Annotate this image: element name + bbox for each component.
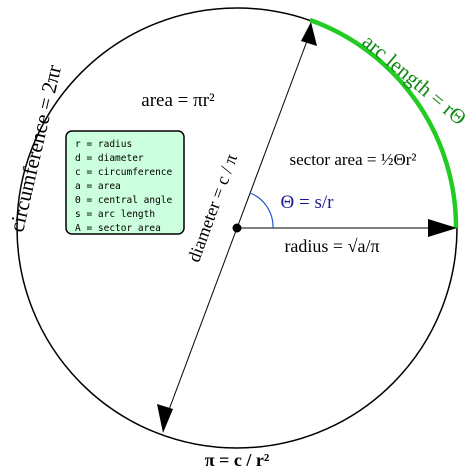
center-point [232, 223, 242, 233]
legend-item: c = circumference [75, 167, 173, 178]
sector-area-label: sector area = ½Θr² [289, 150, 416, 169]
pi-label: π = c / r² [205, 450, 270, 470]
legend-item: r = radius [75, 139, 132, 150]
diameter-arrowhead-top [301, 22, 317, 46]
diameter-label: diameter = c / π [184, 151, 242, 264]
legend-item: A = sector area [75, 223, 161, 234]
diameter-arrowhead-bottom [157, 404, 173, 433]
radius-label: radius = √a/π [284, 236, 379, 256]
theta-label: Θ = s/r [281, 192, 335, 213]
arc-length-arc [309, 17, 459, 229]
legend-item: a = area [75, 181, 121, 192]
radius-arrowhead [428, 219, 457, 237]
legend-box: r = radius d = diameter c = circumferenc… [65, 130, 185, 235]
legend-background [65, 130, 185, 235]
central-angle-arc [249, 192, 274, 229]
arc-length-label: arc length = rΘ [358, 29, 471, 130]
legend-item: d = diameter [75, 153, 144, 164]
area-label: area = πr² [141, 90, 215, 111]
legend-item: s = arc length [75, 209, 155, 220]
legend-item: Θ = central angle [75, 195, 173, 206]
circumference-label: circumference = 2πr [4, 63, 66, 235]
